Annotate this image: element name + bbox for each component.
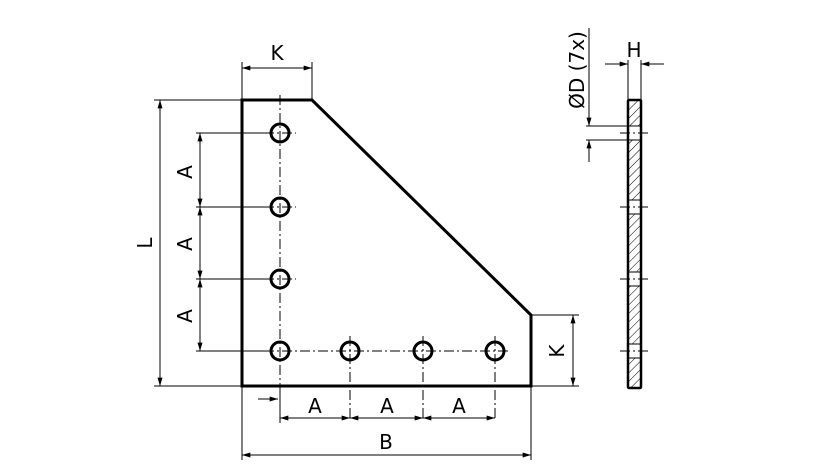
dimension-label-a: A: [452, 394, 466, 418]
center-lines: [264, 95, 510, 420]
dimension-label-h: H: [626, 38, 641, 62]
dimension-label-k-right: K: [545, 344, 569, 358]
dimension-label-b: B: [379, 430, 393, 454]
dimension-label-l: L: [133, 237, 157, 249]
dimension-diameter: ØD (7x): [565, 28, 628, 162]
dimension-label-k: K: [270, 41, 284, 65]
side-view: [620, 98, 649, 390]
dimension-label-a: A: [308, 394, 322, 418]
dimension-h: H: [605, 38, 664, 100]
dimension-k-top: K: [241, 41, 313, 100]
dimension-a-horizontal: A A A: [258, 386, 495, 423]
plate-outline: [240, 98, 533, 388]
dimension-label-diameter: ØD (7x): [565, 31, 589, 109]
dimension-label-a: A: [173, 165, 197, 179]
dimension-l: L: [133, 99, 242, 387]
dimension-label-a: A: [173, 309, 197, 323]
dimension-k-right: K: [531, 314, 579, 387]
dimension-b: B: [241, 386, 532, 460]
holes: [269, 122, 506, 362]
dimension-label-a: A: [173, 237, 197, 251]
dimension-label-a: A: [380, 394, 394, 418]
dimension-a-vertical: A A A: [173, 132, 270, 352]
